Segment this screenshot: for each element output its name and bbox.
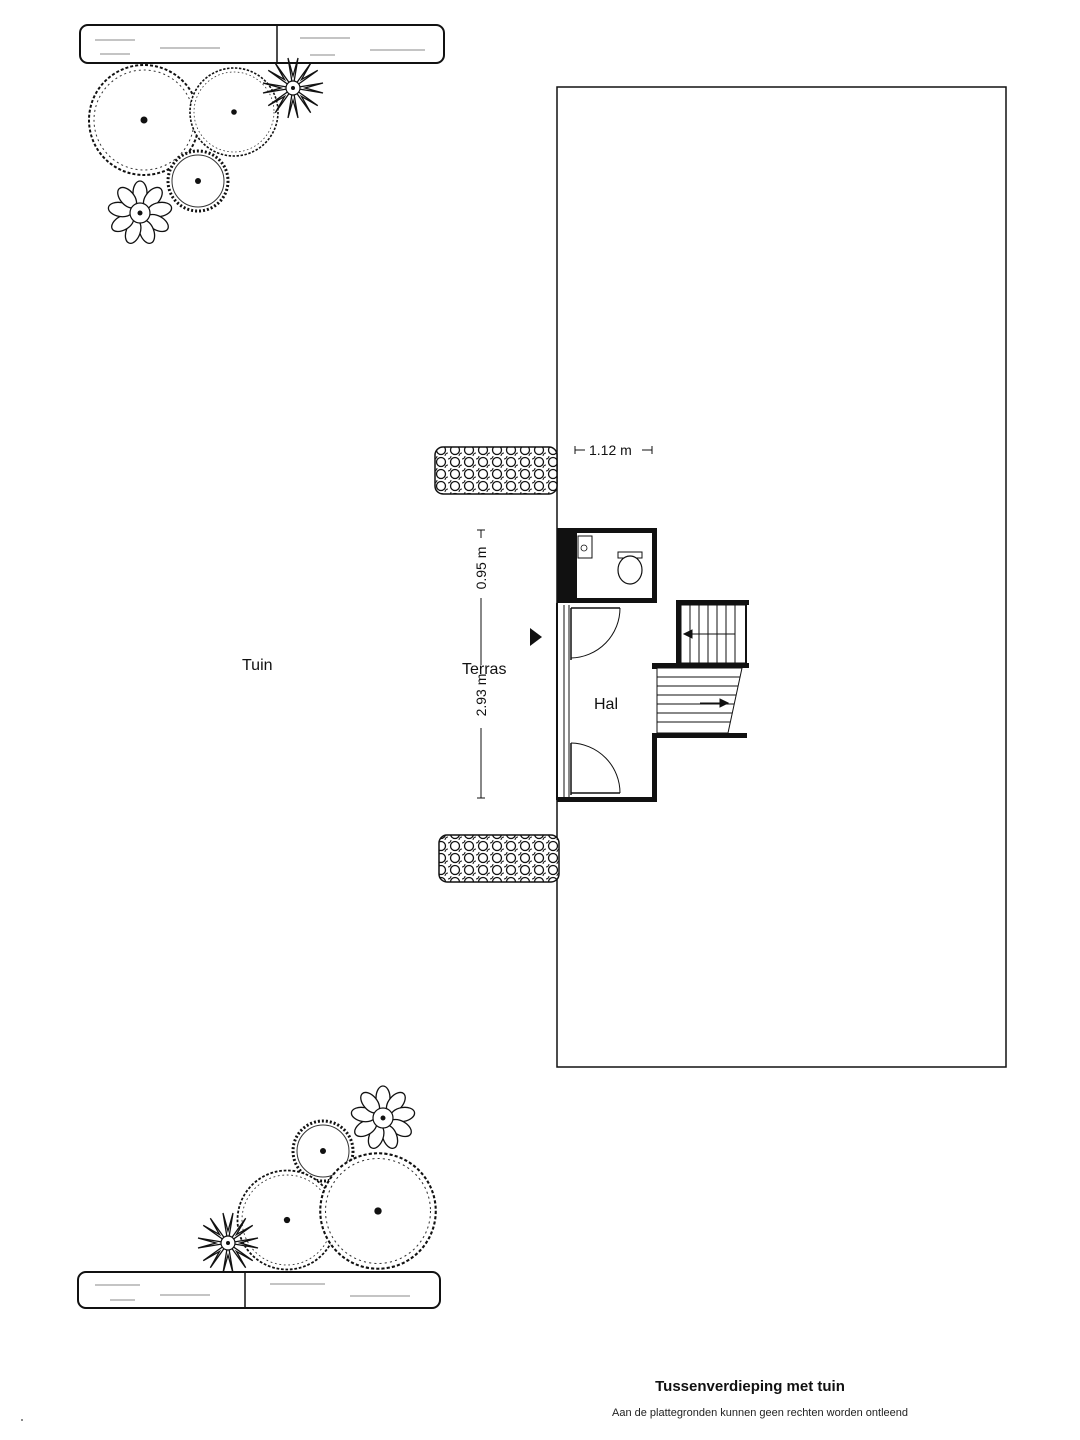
- dimension-line-vertical: [477, 529, 485, 799]
- flower-icon: [349, 1085, 417, 1152]
- glass-facade: [556, 603, 570, 800]
- plan-disclaimer: Aan de plattegronden kunnen geen rechten…: [611, 1407, 908, 1419]
- hedge-icon-top: [434, 446, 558, 495]
- tree-icon: [189, 67, 279, 157]
- dimension-label-height-large: 2.93 m: [473, 673, 489, 717]
- room-label-hal: Hal: [594, 696, 619, 713]
- dimension-label-height-small: 0.95 m: [473, 546, 489, 590]
- stair-icon: [656, 667, 743, 734]
- corner-mark: [21, 1419, 23, 1421]
- hall-walls: [557, 600, 749, 802]
- door-icon: [570, 742, 621, 795]
- stair-icon: [680, 604, 747, 664]
- room-label-tuin: Tuin: [242, 657, 273, 674]
- bench-icon-bottom: [77, 1271, 441, 1309]
- bench-icon-top: [79, 24, 445, 64]
- flower-icon: [106, 180, 174, 247]
- toilet-icon: [617, 551, 643, 585]
- sink-icon: [577, 535, 593, 559]
- room-label-terras: Terras: [462, 661, 507, 678]
- hedge-icon-bottom: [438, 834, 560, 883]
- dimension-line-horizontal: [574, 446, 653, 454]
- tree-icon: [319, 1152, 437, 1270]
- door-icon: [570, 607, 621, 660]
- plan-title: Tussenverdieping met tuin: [655, 1378, 845, 1395]
- entrance-arrow-icon: [530, 628, 542, 646]
- shrub-icon: [166, 149, 230, 213]
- dimension-label-width: 1.12 m: [589, 442, 632, 458]
